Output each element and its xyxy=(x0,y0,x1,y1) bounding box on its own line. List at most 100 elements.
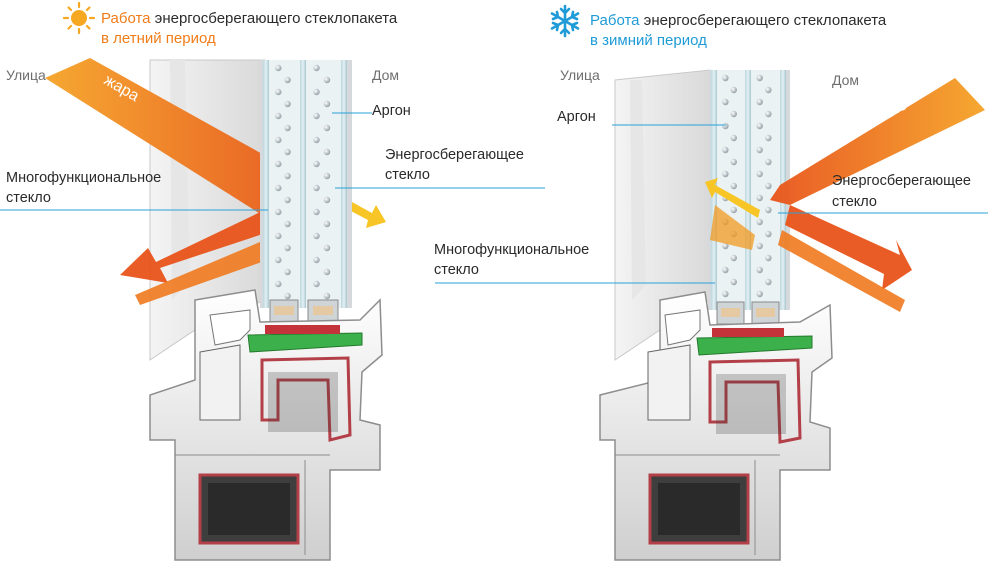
winter-home-label: Дом xyxy=(832,72,860,88)
argon-bubble xyxy=(730,110,737,118)
sun-icon xyxy=(62,1,96,35)
argon-bubble xyxy=(313,136,320,144)
summer-home-label: Дом xyxy=(372,67,400,83)
argon-bubble xyxy=(313,184,320,192)
argon-bubble xyxy=(730,278,737,286)
summer-gap-2 xyxy=(306,60,341,308)
summer-desiccant-2 xyxy=(313,306,333,315)
argon-bubble xyxy=(756,146,763,154)
winter-argon-label: Аргон xyxy=(557,109,596,125)
argon-bubble xyxy=(323,196,331,204)
argon-bubble xyxy=(765,86,772,94)
summer-multi-glass-label-1: Многофункциональное xyxy=(6,170,162,186)
winter-desiccant-2 xyxy=(756,308,775,317)
argon-bubble xyxy=(284,76,291,84)
argon-bubble xyxy=(323,124,331,132)
argon-bubble xyxy=(730,86,737,94)
summer-energy-glass-label-2: стекло xyxy=(385,167,430,183)
argon-bubble xyxy=(275,280,282,288)
winter-title: Работа энергосберегающего стеклопакета xyxy=(590,11,886,30)
winter-argon-bubbles xyxy=(722,74,772,298)
summer-argon-bubbles xyxy=(275,64,331,300)
argon-bubble xyxy=(722,74,729,82)
summer-pane-inner xyxy=(341,60,347,308)
argon-bubble xyxy=(756,170,763,178)
winter-heat-arrow-through xyxy=(710,205,755,250)
argon-bubble xyxy=(313,280,320,288)
winter-heat-arrow-in xyxy=(770,78,985,205)
summer-title-accent: Работа xyxy=(101,10,151,27)
argon-bubble xyxy=(756,218,763,226)
argon-bubble xyxy=(313,160,320,168)
argon-bubble xyxy=(313,112,320,120)
argon-bubble xyxy=(765,230,772,238)
winter-subtitle: в зимний период xyxy=(590,32,707,49)
summer-panel: жара xyxy=(0,58,545,561)
argon-bubble xyxy=(323,172,331,180)
winter-pane-middle xyxy=(745,70,751,310)
summer-inner-chamber xyxy=(268,372,338,432)
argon-bubble xyxy=(284,196,291,204)
summer-pane-middle xyxy=(300,60,306,308)
winter-reinforcement-upper xyxy=(708,358,802,444)
summer-street-label: Улица xyxy=(6,67,46,83)
argon-bubble xyxy=(323,268,331,276)
argon-bubble xyxy=(722,170,729,178)
argon-bubble xyxy=(765,134,772,142)
argon-bubble xyxy=(323,148,331,156)
summer-heat-arrow-reflect xyxy=(120,205,290,283)
argon-bubble xyxy=(323,220,331,228)
argon-bubble xyxy=(275,64,282,72)
argon-bubble xyxy=(275,112,282,120)
argon-bubble xyxy=(756,74,763,82)
winter-panel: тепло xyxy=(435,69,988,561)
argon-bubble xyxy=(730,134,737,142)
winter-energy-glass-label-1: Энергосберегающее xyxy=(832,173,971,189)
argon-bubble xyxy=(284,220,291,228)
argon-bubble xyxy=(323,100,331,108)
argon-bubble xyxy=(313,256,320,264)
winter-wall-edge xyxy=(630,80,646,300)
argon-bubble xyxy=(756,98,763,106)
argon-bubble xyxy=(756,194,763,202)
summer-seal-red xyxy=(265,325,340,334)
winter-frame-chamber-2 xyxy=(647,344,691,421)
argon-bubble xyxy=(730,254,737,262)
argon-bubble xyxy=(284,268,291,276)
argon-bubble xyxy=(275,208,282,216)
summer-title: Работа энергосберегающего стеклопакета xyxy=(101,9,397,28)
argon-bubble xyxy=(722,266,729,274)
argon-bubble xyxy=(275,88,282,96)
argon-bubble xyxy=(722,122,729,130)
summer-gap-1 xyxy=(269,60,300,308)
winter-desiccant-1 xyxy=(721,308,740,317)
winter-multi-glass-label-2: стекло xyxy=(434,262,479,278)
argon-bubble xyxy=(323,244,331,252)
argon-bubble xyxy=(313,208,320,216)
summer-frame-chamber-2 xyxy=(199,344,241,421)
argon-bubble xyxy=(765,254,772,262)
snowflake-icon xyxy=(550,4,580,38)
argon-bubble xyxy=(756,266,763,274)
argon-bubble xyxy=(323,76,331,84)
winter-seal-red xyxy=(712,328,784,337)
argon-bubble xyxy=(275,160,282,168)
summer-lower-chamber xyxy=(208,483,290,535)
argon-bubble xyxy=(323,292,331,300)
argon-bubble xyxy=(722,98,729,106)
winter-multi-glass-label-1: Многофункциональное xyxy=(434,242,590,258)
summer-pane-outer xyxy=(263,60,269,308)
argon-bubble xyxy=(313,88,320,96)
argon-bubble xyxy=(275,184,282,192)
argon-bubble xyxy=(275,136,282,144)
summer-subtitle: в летний период xyxy=(101,30,216,47)
argon-bubble xyxy=(284,172,291,180)
argon-bubble xyxy=(765,158,772,166)
argon-bubble xyxy=(313,232,320,240)
summer-desiccant-1 xyxy=(274,306,294,315)
winter-energy-glass-label-2: стекло xyxy=(832,194,877,210)
argon-bubble xyxy=(730,182,737,190)
argon-bubble xyxy=(765,206,772,214)
winter-frame-chamber-1 xyxy=(664,309,701,346)
summer-energy-glass-label-1: Энергосберегающее xyxy=(385,147,524,163)
